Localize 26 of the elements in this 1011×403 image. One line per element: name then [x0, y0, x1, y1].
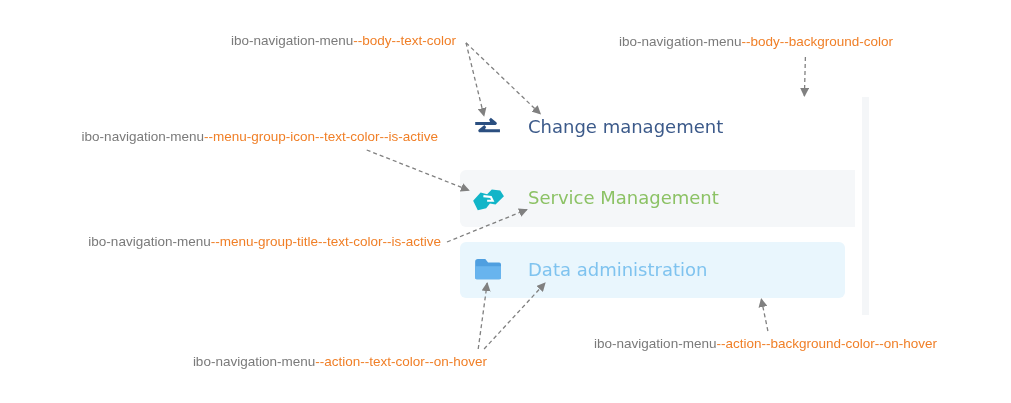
hover-row-background: [460, 242, 845, 298]
menu-item-title: Service Management: [528, 186, 719, 210]
folder-icon: [474, 258, 504, 282]
callout-prefix: ibo-navigation-menu: [594, 336, 717, 351]
callout-prefix: ibo-navigation-menu: [230, 33, 354, 48]
callout-prefix: ibo-navigation-menu: [81, 129, 204, 144]
callout-prefix: ibo-navigation-menu: [619, 34, 742, 49]
css-variable-suffix: --body--background-color: [741, 34, 893, 49]
dashed-arrow: [465, 42, 487, 117]
dashed-arrow: [483, 282, 546, 350]
css-variable-suffix: --body--text-color: [353, 33, 456, 48]
menu-item-title: Data administration: [528, 258, 708, 282]
css-variable-suffix: --action--text-color--on-hover: [315, 354, 487, 369]
menu-item-title: Change management: [528, 115, 724, 139]
css-variable-suffix: --menu-group-icon--text-color--is-active: [203, 129, 438, 144]
menu-panel: [460, 97, 869, 315]
dashed-arrow: [465, 42, 542, 115]
callout-prefix: ibo-navigation-menu: [88, 234, 211, 249]
dashed-arrow: [800, 56, 810, 97]
css-variable-suffix: --action--background-color--on-hover: [716, 336, 937, 351]
dashed-arrow: [446, 208, 528, 243]
callout-prefix: ibo-navigation-menu: [192, 354, 316, 369]
dashed-arrow: [477, 282, 491, 350]
dashed-arrow: [366, 149, 470, 192]
css-variable-suffix: --menu-group-title--text-color--is-active: [210, 234, 441, 249]
dashed-arrow: [758, 298, 769, 332]
